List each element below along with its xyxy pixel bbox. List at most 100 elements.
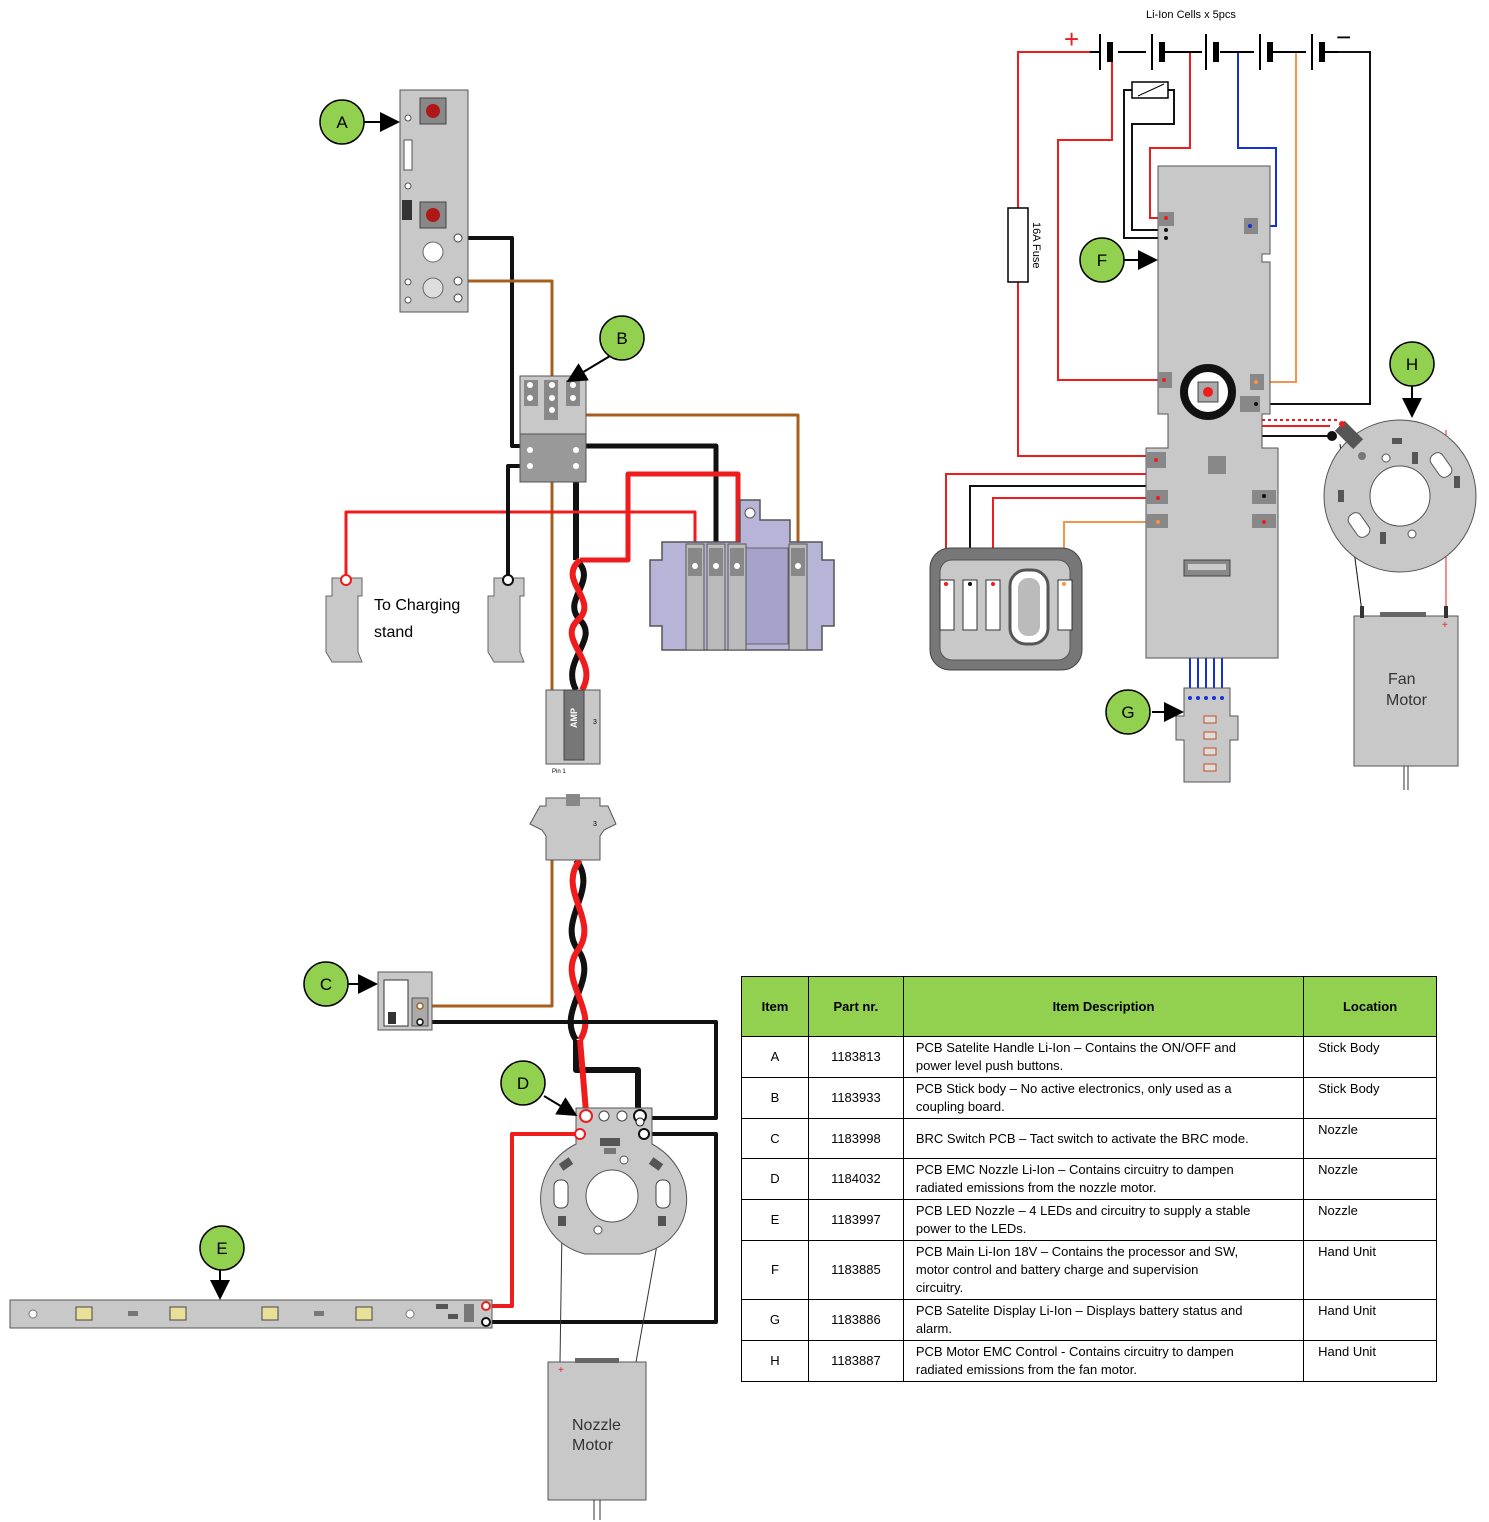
desc-line: power to the LEDs. <box>915 1221 1027 1236</box>
table-row: C 1183998 BRC Switch PCB – Tact switch t… <box>741 1118 1437 1159</box>
fan-motor: + Fan Motor <box>1353 606 1459 790</box>
cell-part: 1183998 <box>807 1118 904 1159</box>
cells-plus: + <box>1064 24 1079 54</box>
callout-c: C <box>303 961 349 1007</box>
table-row: D 1184032 PCB EMC Nozzle Li-Ion – Contai… <box>741 1158 1437 1200</box>
cell-location: Nozzle <box>1303 1199 1437 1241</box>
cell-part: 1183886 <box>807 1299 904 1341</box>
cell-description: PCB LED Nozzle – 4 LEDs and circuitry to… <box>902 1199 1305 1241</box>
desc-line: PCB Stick body – No active electronics, … <box>915 1081 1232 1096</box>
charging-stand-label-1: To Charging <box>374 597 460 614</box>
fan-motor-label-2: Motor <box>1386 692 1428 709</box>
cell-item: G <box>741 1299 809 1341</box>
table-row: A 1183813 PCB Satelite Handle Li-Ion – C… <box>741 1036 1437 1078</box>
amp-label: AMP <box>569 708 579 728</box>
pcb-a-handle <box>399 89 469 313</box>
cell-item: H <box>741 1340 809 1382</box>
cell-location: Stick Body <box>1303 1036 1437 1078</box>
cell-item: F <box>741 1240 809 1300</box>
callout-f: F <box>1079 237 1125 283</box>
cell-description: PCB Satelite Handle Li-Ion – Contains th… <box>902 1036 1305 1078</box>
fan-motor-plus: + <box>1442 620 1448 631</box>
table-row: B 1183933 PCB Stick body – No active ele… <box>741 1077 1437 1119</box>
battery-connector-right <box>929 547 1083 671</box>
nozzle-motor-label-1: Nozzle <box>572 1417 621 1434</box>
desc-line: PCB Satelite Display Li-Ion – Displays b… <box>915 1303 1243 1318</box>
desc-line: radiated emissions from the nozzle motor… <box>915 1180 1157 1195</box>
table-row: G 1183886 PCB Satelite Display Li-Ion – … <box>741 1299 1437 1341</box>
desc-line: power level push buttons. <box>915 1058 1064 1073</box>
desc-line: PCB Satelite Handle Li-Ion – Contains th… <box>915 1040 1236 1055</box>
pcb-f-main <box>1145 165 1279 659</box>
amp-lower-pin3: 3 <box>593 821 597 828</box>
amp-connector-lower: 3 <box>529 794 617 861</box>
desc-line: PCB Main Li-Ion 18V – Contains the proce… <box>915 1244 1239 1259</box>
cell-description: PCB EMC Nozzle Li-Ion – Contains circuit… <box>902 1158 1305 1200</box>
table-row: E 1183997 PCB LED Nozzle – 4 LEDs and ci… <box>741 1199 1437 1241</box>
li-ion-cells: Li-Ion Cells x 5pcs + − <box>1064 9 1351 99</box>
cell-part: 1183933 <box>807 1077 904 1119</box>
desc-line: radiated emissions from the fan motor. <box>915 1362 1137 1377</box>
pcb-c-brc-switch <box>377 971 433 1031</box>
cell-location: Stick Body <box>1303 1077 1437 1119</box>
cell-location: Hand Unit <box>1303 1299 1437 1341</box>
callout-a: A <box>319 99 365 145</box>
desc-line: alarm. <box>915 1321 952 1336</box>
pcb-h-motor-emc <box>1323 419 1477 573</box>
callout-a-label: A <box>336 113 348 132</box>
pcb-d-emc-nozzle <box>540 1107 687 1255</box>
table-row: F 1183885 PCB Main Li-Ion 18V – Contains… <box>741 1240 1437 1300</box>
amp-pin1: Pin 1 <box>552 769 566 775</box>
cell-item: C <box>741 1118 809 1159</box>
cell-item: A <box>741 1036 809 1078</box>
cell-description: PCB Motor EMC Control - Contains circuit… <box>902 1340 1305 1382</box>
desc-line: coupling board. <box>915 1099 1005 1114</box>
callout-arrows <box>210 112 1422 1300</box>
cells-title: Li-Ion Cells x 5pcs <box>1146 9 1236 21</box>
cell-item: D <box>741 1158 809 1200</box>
callout-b: B <box>599 315 645 361</box>
callout-h: H <box>1389 341 1435 387</box>
callout-f-label: F <box>1097 251 1107 270</box>
desc-line: PCB LED Nozzle – 4 LEDs and circuitry to… <box>915 1203 1251 1218</box>
callout-h-label: H <box>1406 355 1418 374</box>
nozzle-motor-plus: + <box>558 1365 564 1376</box>
parts-table: Item Part nr. Item Description Location … <box>741 976 1437 1382</box>
header-description: Item Description <box>902 976 1305 1037</box>
cells-minus: − <box>1336 22 1351 52</box>
pcb-g-display <box>1175 687 1239 783</box>
amp-connector-upper: AMP 3 Pin 1 <box>545 689 601 775</box>
table-row: H 1183887 PCB Motor EMC Control - Contai… <box>741 1340 1437 1382</box>
charging-contact-left <box>325 574 363 663</box>
callout-g: G <box>1105 689 1151 735</box>
cell-item: E <box>741 1199 809 1241</box>
charging-stand-label-2: stand <box>374 624 413 641</box>
desc-line: PCB Motor EMC Control - Contains circuit… <box>915 1344 1234 1359</box>
callout-d: D <box>500 1060 546 1106</box>
cell-location: Nozzle <box>1303 1118 1437 1159</box>
cell-part: 1183997 <box>807 1199 904 1241</box>
cell-description: PCB Satelite Display Li-Ion – Displays b… <box>902 1299 1305 1341</box>
cell-part: 1183885 <box>807 1240 904 1300</box>
header-part: Part nr. <box>807 976 904 1037</box>
table-header-row: Item Part nr. Item Description Location <box>741 976 1437 1037</box>
battery-pack-connector-block <box>649 499 835 651</box>
callout-d-label: D <box>517 1074 529 1093</box>
amp-pin3: 3 <box>593 719 597 726</box>
desc-line: BRC Switch PCB – Tact switch to activate… <box>915 1130 1249 1146</box>
cell-part: 1184032 <box>807 1158 904 1200</box>
header-location: Location <box>1303 976 1437 1037</box>
callout-e: E <box>199 1225 245 1271</box>
cell-part: 1183813 <box>807 1036 904 1078</box>
callout-b-label: B <box>616 329 627 348</box>
pcb-b-stick-body <box>519 375 587 483</box>
fuse-label: 16A Fuse <box>1030 222 1042 268</box>
callout-c-label: C <box>320 975 332 994</box>
desc-line: circuitry. <box>915 1280 964 1295</box>
desc-line: PCB EMC Nozzle Li-Ion – Contains circuit… <box>915 1162 1234 1177</box>
cell-location: Hand Unit <box>1303 1340 1437 1382</box>
fuse-16a: 16A Fuse <box>1007 207 1042 283</box>
header-item: Item <box>741 976 809 1037</box>
nozzle-motor-label-2: Motor <box>572 1437 614 1454</box>
